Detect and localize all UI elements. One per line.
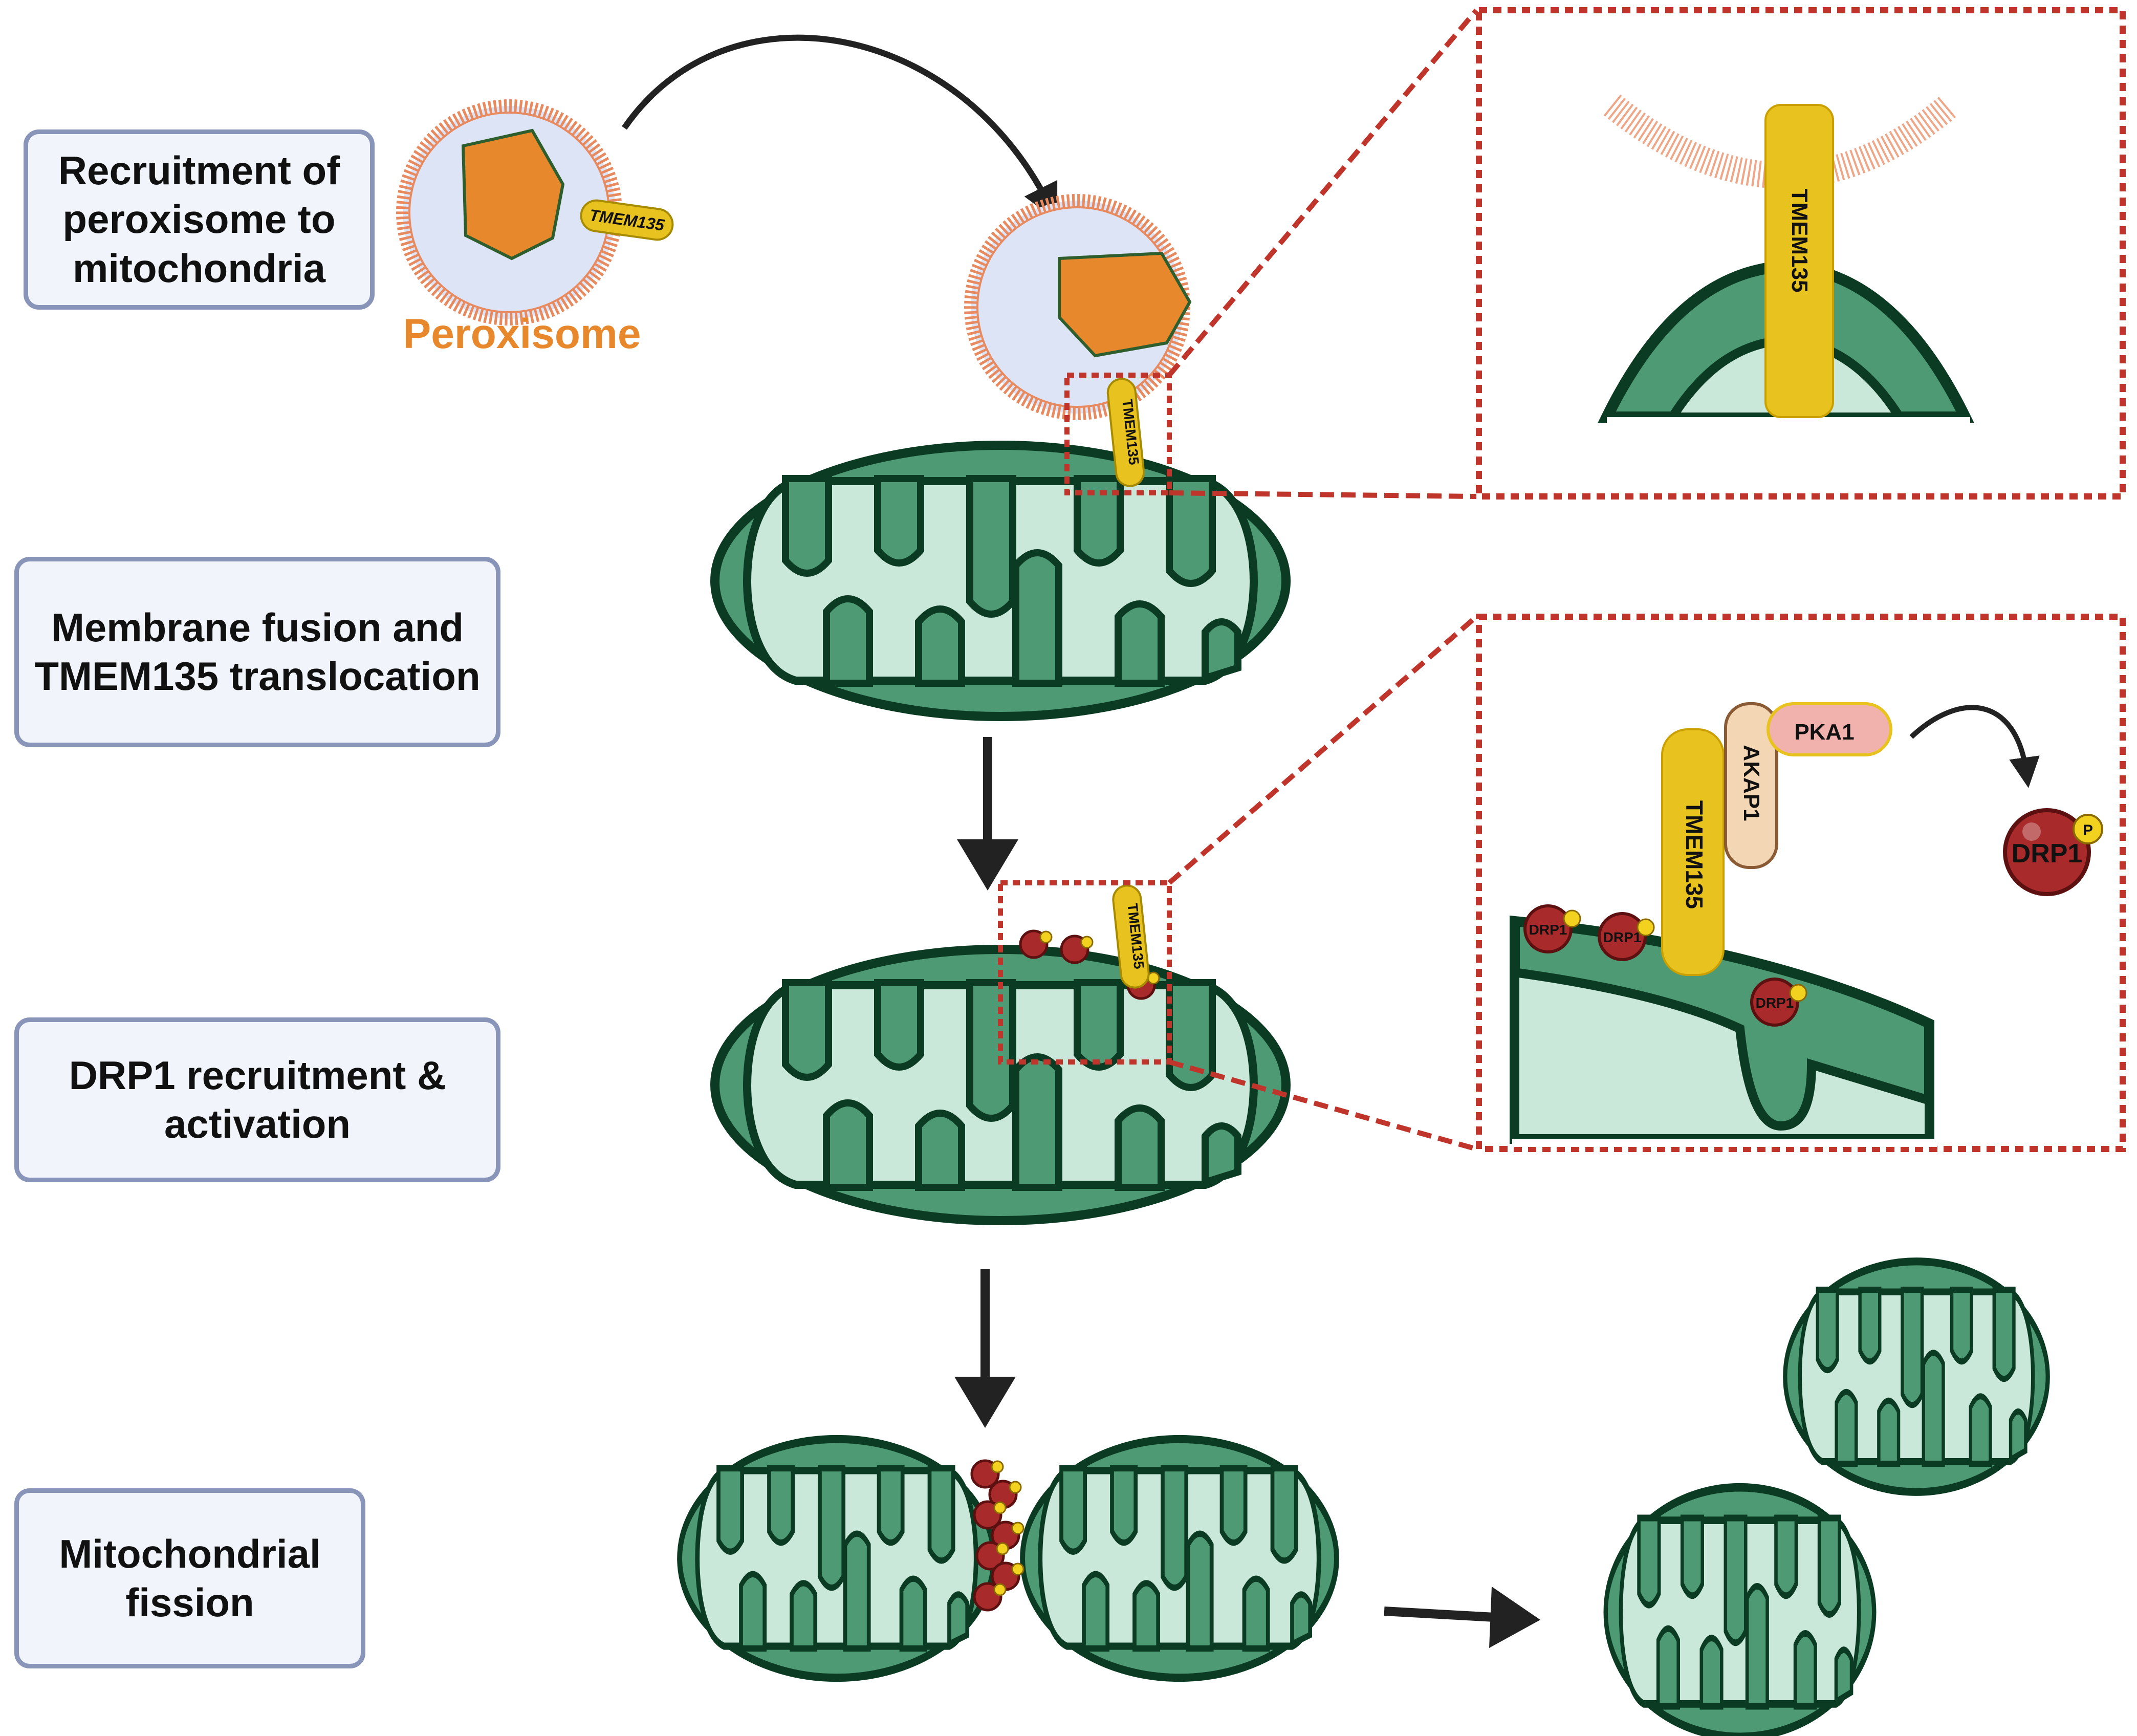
- step-recruitment-line1: Recruitment of: [58, 148, 340, 193]
- tmem135-docking: TMEM135: [1106, 378, 1145, 487]
- drp1-membrane-c: DRP1: [1750, 978, 1807, 1027]
- peroxisome-label: Peroxisome: [403, 311, 641, 357]
- tmem135-inset2: TMEM135: [1661, 728, 1725, 976]
- step-drp1-line2: activation: [164, 1101, 351, 1146]
- drp1-membrane-b: DRP1: [1598, 912, 1655, 961]
- tmem135-mito2: TMEM135: [1112, 884, 1150, 989]
- pka1-label: PKA1: [1794, 720, 1854, 745]
- inset-marker-1: [1064, 373, 1172, 495]
- phosphorylation-arrow: [1909, 705, 2040, 788]
- mitochondrion-2: [715, 949, 1286, 1221]
- step-fusion-line1: Membrane fusion and: [51, 604, 464, 650]
- mitochondrion-dividing: [680, 1439, 1337, 1678]
- pka1-inset2: PKA1: [1767, 702, 1892, 756]
- daughter-mitochondrion-2: [1606, 1487, 1874, 1736]
- down-arrow-2: [954, 1269, 1016, 1428]
- tmem135-label-inset2: TMEM135: [1681, 800, 1708, 909]
- right-arrow: [1384, 1587, 1540, 1648]
- drp1-label-c: DRP1: [1756, 995, 1794, 1011]
- step-fission-line1: Mitochondrial: [59, 1531, 321, 1576]
- drp1-label-a: DRP1: [1529, 922, 1567, 938]
- drp1-membrane-a: DRP1: [1523, 904, 1581, 953]
- phospho-label: P: [2083, 822, 2093, 839]
- step-fission-line2: fission: [125, 1580, 254, 1625]
- inset-1-zoom: TMEM135: [1476, 7, 2126, 500]
- tmem135-label-inset1: TMEM135: [1787, 189, 1812, 293]
- akap1-label: AKAP1: [1739, 745, 1764, 821]
- curved-arrow-top: [622, 34, 1058, 222]
- step-drp1-line1: DRP1 recruitment &: [69, 1052, 446, 1098]
- peroxisome-docking: [964, 194, 1192, 420]
- step-box-recruitment: Recruitment of peroxisome to mitochondri…: [24, 129, 375, 310]
- tmem135-pill-left: TMEM135: [580, 199, 674, 241]
- peroxisome-left: TMEM135: [396, 99, 674, 326]
- step-recruitment-line3: mitochondria: [72, 245, 325, 291]
- step-fusion-line2: TMEM135 translocation: [34, 654, 481, 699]
- inset-marker-2: [998, 880, 1172, 1065]
- drp1-free: DRP1 P: [2003, 808, 2103, 896]
- inset-2-zoom: TMEM135 AKAP1 PKA1 DRP1 P DRP1 DRP1: [1476, 614, 2126, 1152]
- step-box-mitochondrial-fission: Mitochondrial fission: [14, 1488, 365, 1668]
- step-box-membrane-fusion: Membrane fusion and TMEM135 translocatio…: [14, 557, 500, 747]
- drp1-label-b: DRP1: [1603, 929, 1642, 945]
- akap1-inset2: AKAP1: [1724, 702, 1778, 869]
- daughter-mitochondrion-1: [1785, 1262, 2047, 1492]
- step-recruitment-line2: peroxisome to: [62, 197, 336, 242]
- step-box-drp1-recruitment: DRP1 recruitment & activation: [14, 1017, 500, 1182]
- mitochondrion-1: [715, 445, 1286, 717]
- down-arrow-1: [957, 737, 1018, 891]
- drp1-label-free: DRP1: [2012, 839, 2083, 869]
